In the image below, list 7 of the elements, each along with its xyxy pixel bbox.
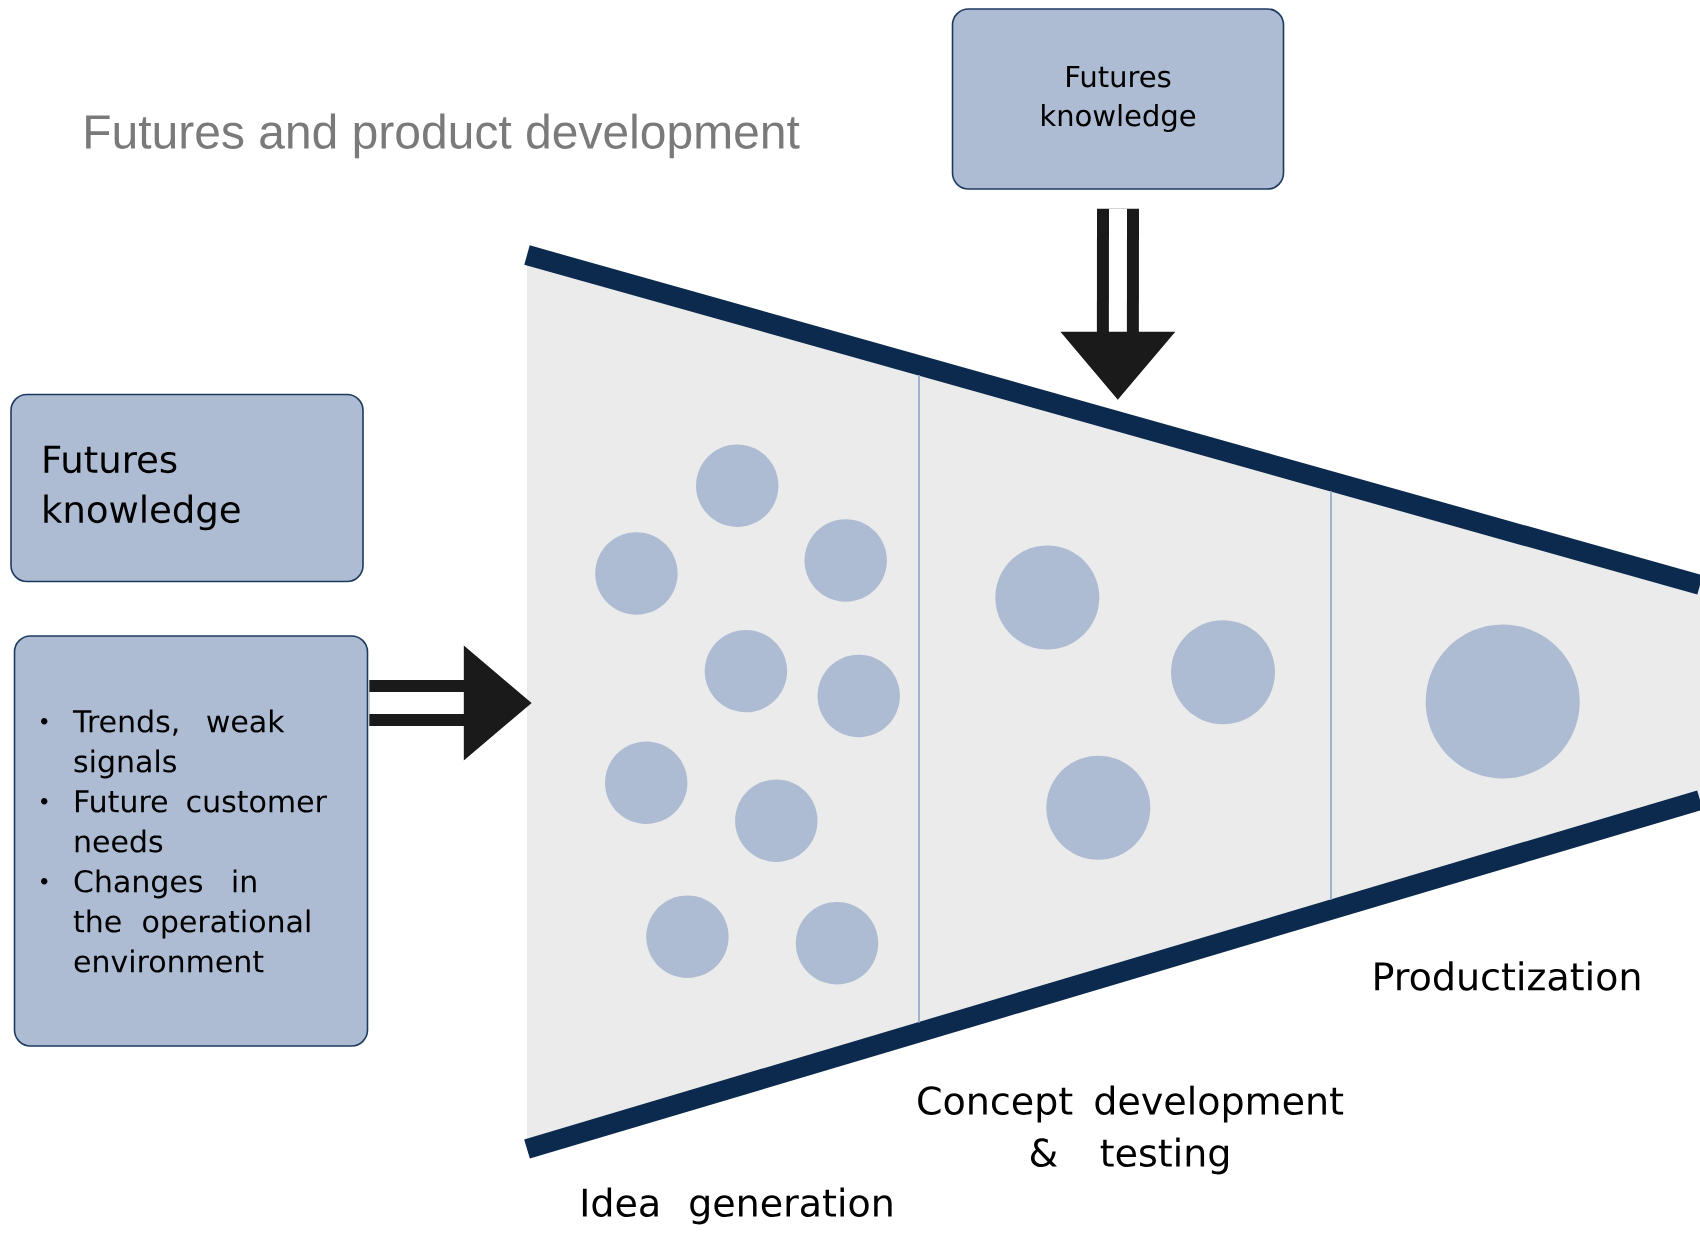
stage-label: Productization (1375, 961, 1640, 991)
bullet-list-box: Trends, weak signals Future customer needs Changes in the operational environment (13, 635, 369, 1047)
knowledge-box: Futures knowledge (951, 8, 1285, 190)
knowledge-box: Futures knowledge (10, 393, 364, 583)
title: Futures and product development (86, 113, 800, 159)
stage-label: Idea generation (582, 1187, 892, 1225)
stage-label: Concept development & testing (918, 1085, 1344, 1175)
